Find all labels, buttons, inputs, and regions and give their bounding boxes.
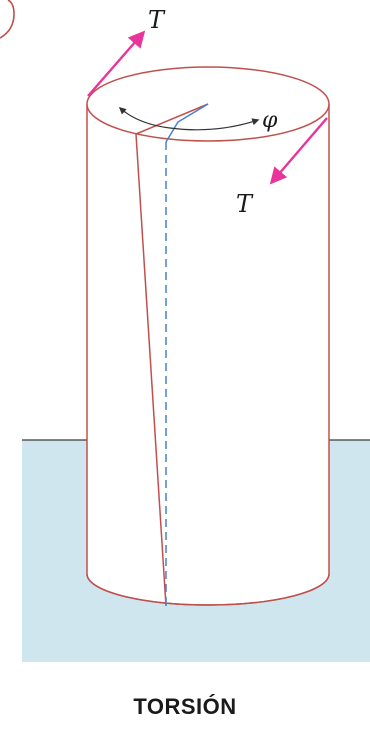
torque-arrow-right [269, 117, 328, 185]
twist-angle-arc [118, 107, 260, 131]
cropped-circle-fragment [0, 0, 15, 39]
figure-caption: TORSIÓN [133, 694, 237, 719]
torque-label-top: T [148, 6, 166, 34]
twisted-generator-line [135, 133, 167, 607]
torque-arrow-top [87, 30, 146, 97]
angle-label-phi: φ [262, 108, 278, 133]
torque-label-right: T [236, 190, 254, 218]
